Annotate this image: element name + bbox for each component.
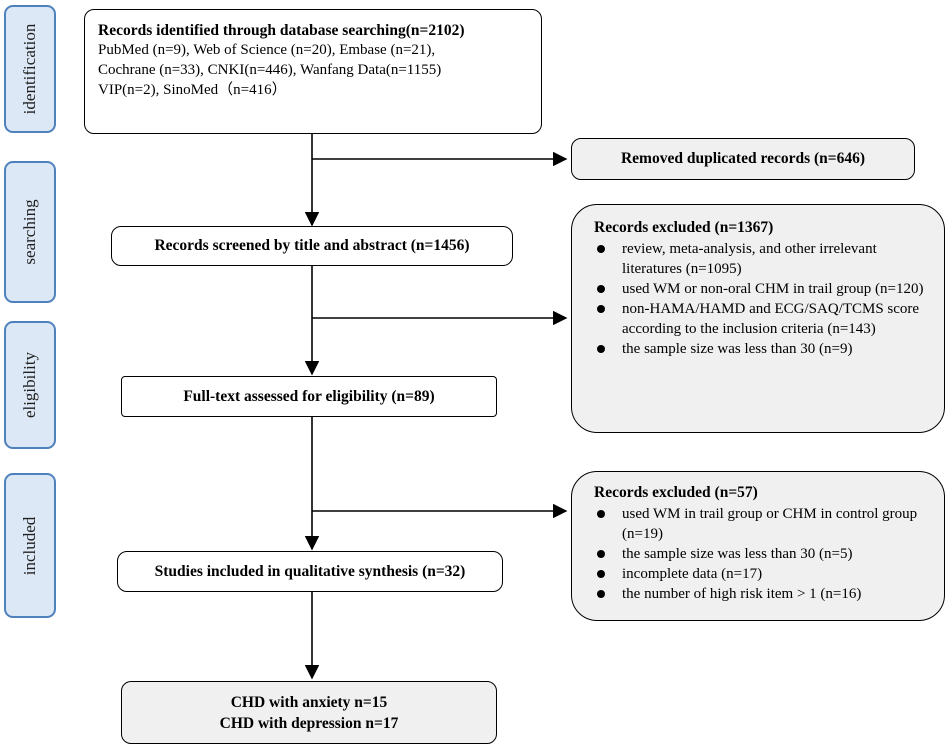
identified-records-line-1: PubMed (n=9), Web of Science (n=20), Emb… [98, 42, 436, 58]
final-outcome-anxiety: CHD with anxiety n=15 [230, 693, 388, 711]
excluded-records-1-title: Records excluded (n=1367) [594, 219, 774, 236]
excluded-records-box-2: Records excluded (n=57) used WM in trail… [571, 471, 945, 621]
stage-identification: identification [4, 5, 56, 133]
fulltext-assessed-box: Full-text assessed for eligibility (n=89… [121, 376, 497, 417]
list-item: the number of high risk item > 1 (n=16) [594, 584, 932, 604]
list-item: the sample size was less than 30 (n=5) [594, 544, 932, 564]
list-item: review, meta-analysis, and other irrelev… [594, 239, 932, 279]
list-item: the sample size was less than 30 (n=9) [594, 339, 932, 359]
studies-included-box: Studies included in qualitative synthesi… [117, 551, 503, 592]
list-item: used WM or non-oral CHM in trail group (… [594, 279, 932, 299]
stage-searching: searching [4, 161, 56, 303]
list-item: incomplete data (n=17) [594, 564, 932, 584]
removed-duplicates-box: Removed duplicated records (n=646) [571, 138, 915, 180]
screened-records-label: Records screened by title and abstract (… [154, 237, 470, 254]
identified-records-line-3: VIP(n=2), SinoMed（n=416） [98, 82, 287, 98]
list-item: non-HAMA/HAMD and ECG/SAQ/TCMS score acc… [594, 299, 932, 339]
excluded-records-1-list: review, meta-analysis, and other irrelev… [594, 239, 932, 359]
fulltext-assessed-label: Full-text assessed for eligibility (n=89… [183, 387, 435, 405]
final-outcome-box: CHD with anxiety n=15 CHD with depressio… [121, 681, 497, 744]
excluded-records-2-list: used WM in trail group or CHM in control… [594, 504, 932, 604]
stage-eligibility: eligibility [4, 321, 56, 449]
excluded-records-2-title: Records excluded (n=57) [594, 484, 758, 501]
identified-records-title: Records identified through database sear… [98, 22, 465, 39]
final-outcome-depression: CHD with depression n=17 [219, 714, 399, 732]
studies-included-label: Studies included in qualitative synthesi… [154, 562, 466, 580]
identified-records-line-2: Cochrane (n=33), CNKI(n=446), Wanfang Da… [98, 62, 442, 78]
removed-duplicates-label: Removed duplicated records (n=646) [620, 150, 866, 167]
screened-records-box: Records screened by title and abstract (… [111, 226, 513, 266]
list-item: used WM in trail group or CHM in control… [594, 504, 932, 544]
excluded-records-box-1: Records excluded (n=1367) review, meta-a… [571, 204, 945, 433]
stage-included: included [4, 473, 56, 618]
identified-records-box: Records identified through database sear… [84, 9, 542, 134]
